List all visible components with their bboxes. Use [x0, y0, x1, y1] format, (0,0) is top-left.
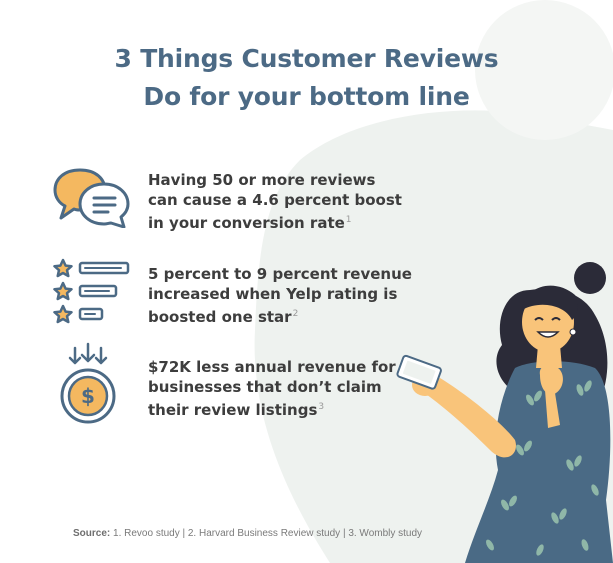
- source-text: 1. Revoo study | 2. Harvard Business Rev…: [113, 528, 423, 539]
- fact-3-line-2: businesses that don’t claim: [148, 378, 382, 396]
- footnote-2: 2: [292, 309, 299, 319]
- fact-2-line-1: 5 percent to 9 percent revenue: [148, 265, 412, 283]
- fact-1-line-1: Having 50 or more reviews: [148, 171, 376, 189]
- page-title: 3 Things Customer Reviews Do for your bo…: [0, 40, 613, 116]
- dollar-sign: $: [81, 384, 95, 408]
- chat-bubbles-icon: [53, 168, 130, 228]
- fact-1: Having 50 or more reviews can cause a 4.…: [148, 170, 402, 233]
- fact-3-line-3: their review listings: [148, 401, 318, 419]
- star-rating-list-icon: [53, 258, 130, 324]
- source-credits: Source: 1. Revoo study | 2. Harvard Busi…: [73, 528, 422, 539]
- fact-1-line-2: can cause a 4.6 percent boost: [148, 191, 402, 209]
- fact-2-line-2: increased when Yelp rating is: [148, 285, 398, 303]
- fact-2: 5 percent to 9 percent revenue increased…: [148, 264, 412, 327]
- footnote-1: 1: [345, 215, 352, 225]
- fact-1-line-3: in your conversion rate: [148, 214, 345, 232]
- woman-with-phone-illustration: [396, 262, 613, 563]
- source-label: Source:: [73, 528, 111, 539]
- fact-3: $72K less annual revenue for businesses …: [148, 357, 398, 420]
- title-line-1: 3 Things Customer Reviews: [114, 44, 499, 73]
- title-line-2: Do for your bottom line: [143, 82, 470, 111]
- footnote-3: 3: [318, 402, 325, 412]
- fact-3-line-1: $72K less annual revenue for: [148, 358, 396, 376]
- fact-2-line-3: boosted one star: [148, 308, 292, 326]
- dollar-coin-icon: $: [60, 342, 116, 424]
